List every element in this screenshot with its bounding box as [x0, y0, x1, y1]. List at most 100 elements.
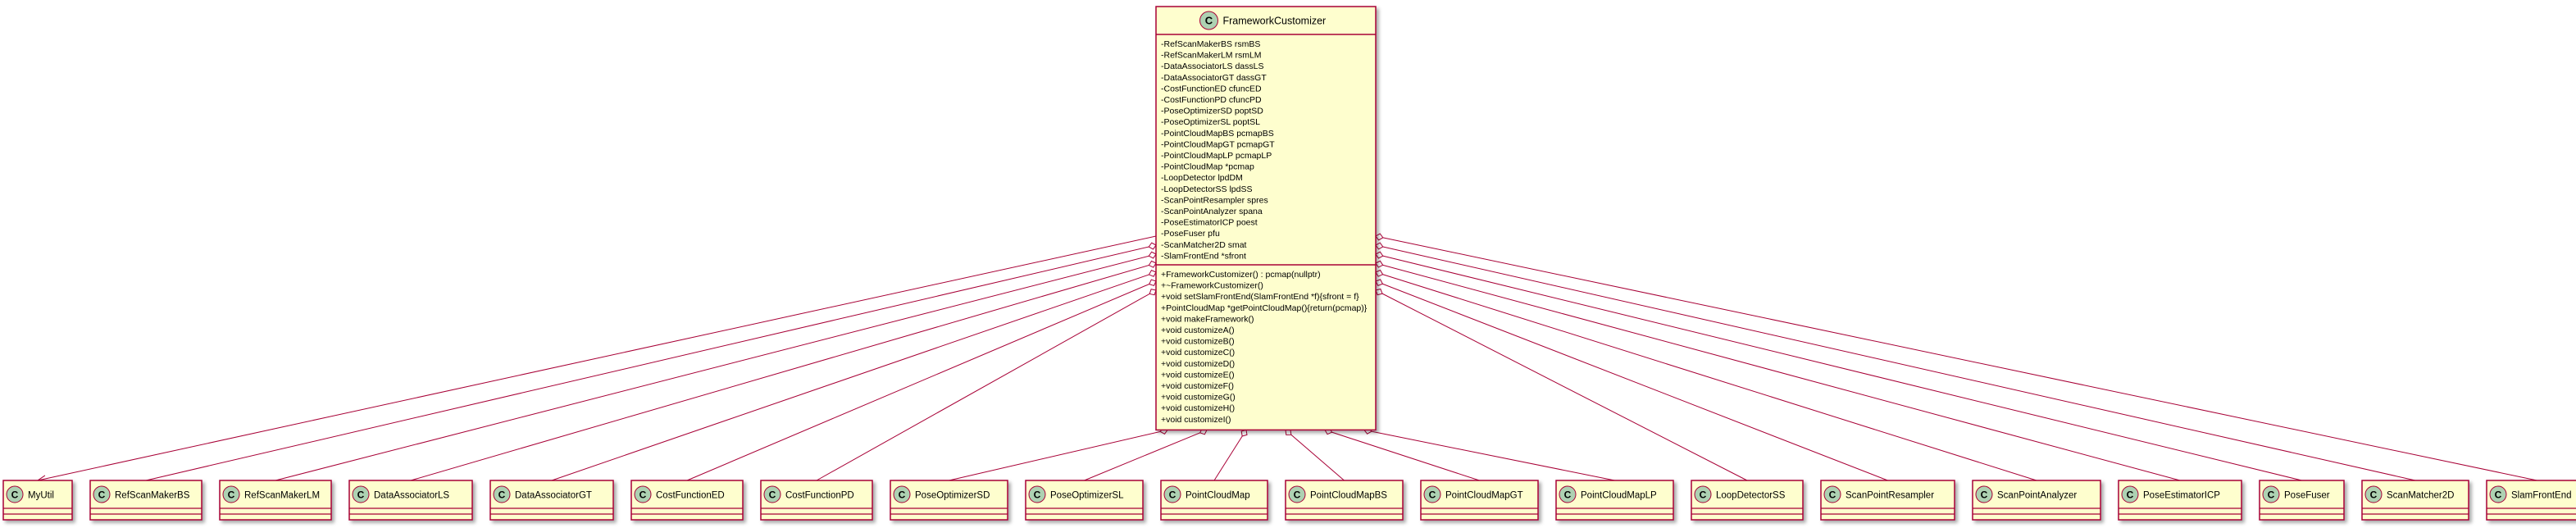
aggregation-diamond — [1375, 251, 1384, 259]
class-pose-optimizer-sl[interactable]: C PoseOptimizerSL — [1025, 480, 1144, 521]
class-method: +~FrameworkCustomizer() — [1161, 281, 1263, 291]
class-icon-letter: C — [899, 489, 906, 501]
class-icon-letter: C — [1034, 489, 1041, 501]
connector-ref-scan-maker-bs — [145, 242, 1157, 481]
class-box — [1285, 480, 1404, 521]
class-attribute: -ScanPointResampler spres — [1161, 195, 1268, 205]
connector-line — [1084, 429, 1208, 481]
connector-pose-fuser — [1375, 251, 2302, 481]
class-method: +void customizeF() — [1161, 381, 1234, 391]
connector-line — [1285, 430, 1345, 481]
class-icon-letter: C — [1294, 489, 1301, 501]
class-name: PointCloudMapBS — [1310, 491, 1387, 501]
class-icon — [1823, 485, 1841, 503]
class-icon-letter: C — [1564, 489, 1572, 501]
class-attribute: -LoopDetectorSS lpdSS — [1161, 184, 1252, 194]
class-box — [1155, 6, 1377, 431]
connector-my-util — [36, 235, 1157, 483]
class-icon — [2262, 485, 2280, 503]
class-attribute: -DataAssociatorLS dassLS — [1161, 61, 1263, 71]
connector-pose-estimator-icp — [1375, 260, 2181, 481]
class-point-cloud-map-bs[interactable]: C PointCloudMapBS — [1285, 480, 1404, 521]
aggregation-diamond — [1375, 242, 1384, 250]
class-box — [1420, 480, 1539, 521]
connector-cost-function-pd — [816, 289, 1157, 481]
connector-line — [1375, 271, 2037, 481]
class-method: +PointCloudMap *getPointCloudMap(){retur… — [1161, 303, 1368, 313]
class-attribute: -CostFunctionED cfuncED — [1161, 84, 1262, 93]
class-method: +void customizeD() — [1161, 359, 1235, 369]
aggregation-diamond — [1375, 269, 1384, 277]
class-icon-letter: C — [498, 489, 506, 501]
connector-ref-scan-maker-lm — [275, 251, 1157, 481]
class-icon — [1975, 485, 1993, 503]
connector-line — [1375, 289, 1748, 481]
class-attribute: -SlamFrontEnd *sfront — [1161, 251, 1246, 261]
class-icon-letter: C — [769, 489, 776, 501]
class-box — [1820, 480, 1955, 521]
connector-pose-optimizer-sd — [949, 426, 1168, 481]
aggregation-diamond — [1148, 251, 1157, 259]
class-icon — [493, 485, 511, 503]
class-method: +void customizeB() — [1161, 337, 1235, 347]
class-attribute: -CostFunctionPD cfuncPD — [1161, 95, 1262, 105]
connector-line — [816, 289, 1157, 481]
class-icon-letter: C — [2495, 489, 2502, 501]
class-name: ScanPointResampler — [1846, 491, 1934, 501]
class-icon-letter: C — [1700, 489, 1707, 501]
class-box — [1972, 480, 2101, 521]
class-scan-point-resampler[interactable]: C ScanPointResampler — [1820, 480, 1955, 521]
class-attribute: -PointCloudMap *pcmap — [1161, 162, 1254, 172]
connector-line — [1363, 429, 1615, 481]
connector-slam-front-end — [1375, 233, 2537, 481]
aggregation-diamond — [1240, 429, 1248, 437]
connectors — [36, 233, 2537, 483]
class-icon-letter: C — [1169, 489, 1176, 501]
connector-loop-detector-ss — [1375, 288, 1748, 481]
class-method: +void customizeI() — [1161, 415, 1231, 425]
aggregation-diamond — [1149, 279, 1157, 287]
class-name: DataAssociatorGT — [515, 491, 592, 501]
aggregation-diamond — [1375, 279, 1384, 286]
class-box — [489, 480, 614, 521]
class-name: ScanPointAnalyzer — [1997, 491, 2077, 501]
class-method: +FrameworkCustomizer() : pcmap(nullptr) — [1161, 270, 1321, 280]
class-data-associator-gt[interactable]: C DataAssociatorGT — [489, 480, 614, 521]
class-attribute: -DataAssociatorGT dassGT — [1161, 73, 1267, 83]
aggregation-diamond — [1148, 242, 1157, 250]
connector-line — [145, 244, 1157, 481]
class-attribute: -PointCloudMapLP pcmapLP — [1161, 151, 1272, 161]
class-attribute: -RefScanMakerBS rsmBS — [1161, 39, 1260, 49]
connector-scan-point-analyzer — [1375, 269, 2037, 481]
class-name: FrameworkCustomizer — [1223, 16, 1327, 27]
class-method: +void customizeA() — [1161, 325, 1235, 335]
class-method: +void customizeC() — [1161, 348, 1235, 357]
connector-data-associator-ls — [410, 260, 1157, 481]
class-method: +void customizeH() — [1161, 403, 1235, 413]
class-icon-letter: C — [1829, 489, 1836, 501]
class-attribute: -PoseFuser pfu — [1161, 229, 1220, 239]
connector-line — [1375, 280, 1888, 481]
class-icon — [763, 485, 781, 503]
aggregation-diamond — [1375, 260, 1384, 268]
class-name: PoseOptimizerSL — [1050, 491, 1124, 501]
connector-line — [949, 429, 1168, 481]
connector-line — [1375, 235, 2537, 481]
